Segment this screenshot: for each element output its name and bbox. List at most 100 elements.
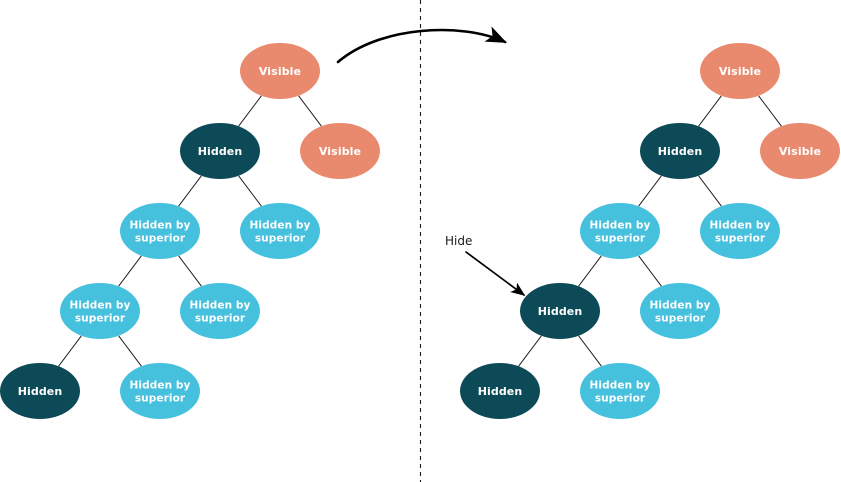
tree-edge	[578, 335, 602, 367]
node-label-line: Hidden by	[650, 300, 711, 312]
node-ellipse	[700, 43, 780, 99]
node-label-line: Hidden by	[190, 300, 251, 312]
node-ellipse	[300, 123, 380, 179]
before-state-edges	[58, 95, 322, 367]
node-label-line: Hidden by	[590, 380, 651, 392]
node-ellipse	[240, 43, 320, 99]
tree-edge	[578, 255, 602, 287]
node-ellipse	[640, 123, 720, 179]
tree-edge	[238, 175, 262, 207]
tree-node-visible[interactable]: Visible	[240, 43, 320, 99]
node-label-line: Hidden	[198, 145, 243, 158]
node-ellipse	[60, 283, 140, 339]
node-ellipse	[460, 363, 540, 419]
tree-edge	[118, 335, 142, 367]
node-label-line: Hidden by	[710, 220, 771, 232]
node-ellipse	[700, 203, 780, 259]
tree-edge	[58, 335, 82, 367]
node-label-line: superior	[595, 233, 646, 245]
tree-node-visible[interactable]: Visible	[760, 123, 840, 179]
node-label: Visible	[259, 65, 301, 78]
tree-edge	[238, 95, 262, 127]
node-label-line: superior	[75, 313, 126, 325]
node-label-line: Hidden	[658, 145, 703, 158]
tree-node-hidden[interactable]: Hidden	[520, 283, 600, 339]
tree-node-hidden[interactable]: Hidden	[180, 123, 260, 179]
node-ellipse	[240, 203, 320, 259]
node-label-line: superior	[135, 233, 186, 245]
node-label-line: superior	[595, 393, 646, 405]
tree-edge	[118, 255, 142, 287]
tree-edge	[298, 95, 322, 127]
node-label: Hidden	[198, 145, 243, 158]
node-ellipse	[0, 363, 80, 419]
tree-node-hidden[interactable]: Hidden	[0, 363, 80, 419]
node-label: Visible	[719, 65, 761, 78]
tree-node-hidden[interactable]: Hidden	[460, 363, 540, 419]
node-label: Visible	[319, 145, 361, 158]
node-label: Hidden	[658, 145, 703, 158]
tree-edge	[178, 255, 202, 287]
node-ellipse	[640, 283, 720, 339]
node-ellipse	[580, 363, 660, 419]
node-ellipse	[120, 363, 200, 419]
node-label-line: superior	[195, 313, 246, 325]
tree-edge	[698, 175, 722, 207]
node-label-line: superior	[715, 233, 766, 245]
tree-node-hidden[interactable]: Hidden	[640, 123, 720, 179]
node-label-line: superior	[135, 393, 186, 405]
node-label-line: Hidden by	[590, 220, 651, 232]
node-label-line: Visible	[319, 145, 361, 158]
node-ellipse	[760, 123, 840, 179]
node-label-line: Hidden by	[70, 300, 131, 312]
node-label-line: Hidden by	[130, 380, 191, 392]
node-label-line: Hidden	[478, 385, 523, 398]
node-label: Hidden	[538, 305, 583, 318]
node-label-line: Hidden	[18, 385, 63, 398]
hide-pointer-arrow	[465, 251, 526, 296]
tree-node-visible[interactable]: Visible	[300, 123, 380, 179]
tree-edge	[178, 175, 202, 207]
node-label-line: superior	[655, 313, 706, 325]
node-ellipse	[520, 283, 600, 339]
tree-edge	[758, 95, 782, 127]
tree-node-visible[interactable]: Visible	[700, 43, 780, 99]
node-label-line: Hidden by	[250, 220, 311, 232]
after-state-edges	[518, 95, 782, 367]
node-ellipse	[120, 203, 200, 259]
hide-label: Hide	[445, 234, 472, 248]
curved-transition-arrow	[336, 26, 507, 64]
node-label-line: superior	[255, 233, 306, 245]
node-label: Hidden	[478, 385, 523, 398]
node-label-line: Visible	[259, 65, 301, 78]
node-ellipse	[180, 283, 260, 339]
node-label-line: Hidden by	[130, 220, 191, 232]
tree-edge	[518, 335, 542, 367]
tree-edge	[698, 95, 722, 127]
node-label-line: Hidden	[538, 305, 583, 318]
tree-edge	[638, 175, 662, 207]
node-label-line: Visible	[719, 65, 761, 78]
tree-edge	[638, 255, 662, 287]
